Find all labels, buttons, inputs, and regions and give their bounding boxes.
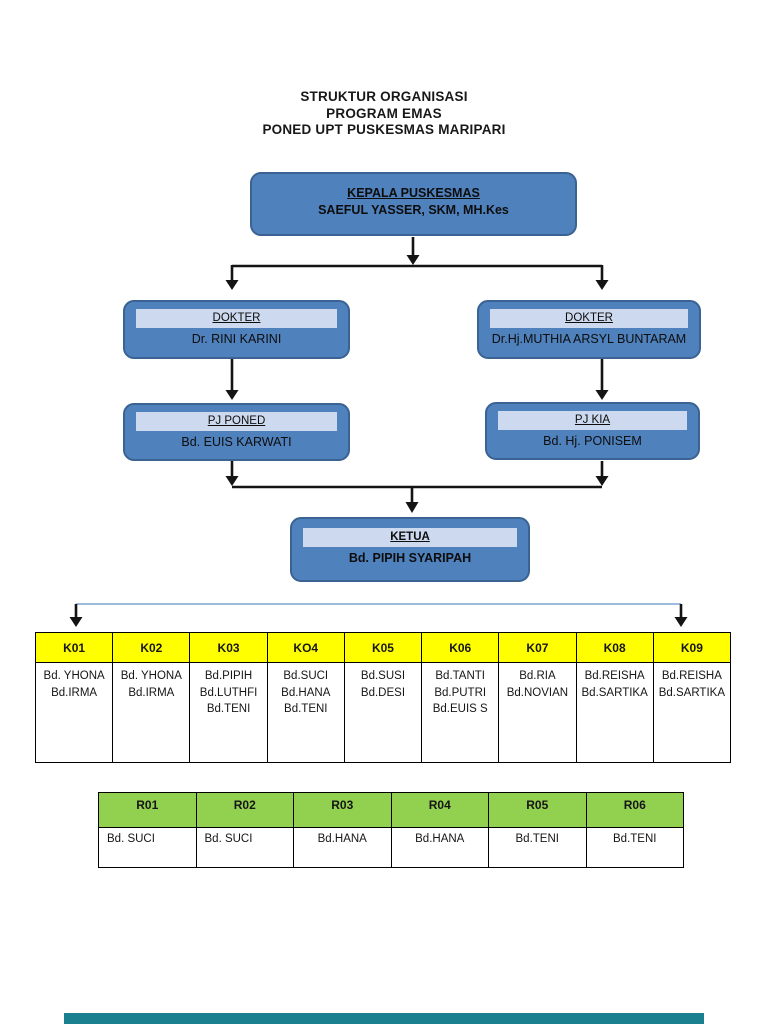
k-body-cell: Bd.REISHA Bd.SARTIKA (652, 662, 732, 763)
org-role-kepala: KEPALA PUSKESMAS (347, 186, 480, 200)
k-schedule-table: K01 K02 K03 KO4 K05 K06 K07 K08 K09 Bd. … (34, 632, 732, 763)
k-header-cell: K07 (498, 632, 577, 663)
r-header-cell: R03 (293, 792, 392, 828)
org-role-pj-kia: PJ KIA (498, 411, 687, 430)
k-body-cell: Bd.PIPIH Bd.LUTHFI Bd.TENI (189, 662, 268, 763)
connector-ketua-to-table (69, 603, 688, 627)
r-header-cell: R02 (195, 792, 294, 828)
viewer-bottom-bar (64, 1013, 704, 1024)
k-header-cell: K01 (34, 632, 114, 663)
org-role-pj-poned: PJ PONED (136, 412, 337, 431)
org-role-dokter-left: DOKTER (136, 309, 337, 328)
k-body-cell: Bd. YHONA Bd.IRMA (112, 662, 191, 763)
k-body-cell: Bd. YHONA Bd.IRMA (34, 662, 114, 763)
connector-kepala-to-dokter (225, 237, 609, 290)
org-role-dokter-right: DOKTER (490, 309, 688, 328)
org-box-dokter-left: DOKTER Dr. RINI KARINI (123, 300, 350, 359)
r-schedule-table: R01 R02 R03 R04 R05 R06 Bd. SUCI Bd. SUC… (98, 792, 684, 868)
r-header-cell: R04 (390, 792, 489, 828)
title-line-2: PROGRAM EMAS (326, 105, 442, 121)
k-body-cell: Bd.SUSI Bd.DESI (343, 662, 423, 763)
title-line-1: STRUKTUR ORGANISASI (300, 89, 468, 104)
r-header-cell: R05 (488, 792, 587, 828)
org-box-kepala-puskesmas: KEPALA PUSKESMAS SAEFUL YASSER, SKM, MH.… (250, 172, 577, 236)
org-name-dokter-left: Dr. RINI KARINI (191, 332, 282, 346)
title-line-3: PONED UPT PUSKESMAS MARIPARI (262, 122, 506, 137)
k-body-cell: Bd.RIA Bd.NOVIAN (498, 662, 577, 763)
k-table-body-row: Bd. YHONA Bd.IRMA Bd. YHONA Bd.IRMA Bd.P… (34, 662, 732, 763)
k-body-cell: Bd.TANTI Bd.PUTRI Bd.EUIS S (421, 662, 500, 763)
k-header-cell: K03 (189, 632, 268, 663)
org-name-pj-poned: Bd. EUIS KARWATI (181, 435, 292, 449)
k-body-cell: Bd.SUCI Bd.HANA Bd.TENI (266, 662, 345, 763)
k-header-cell: K02 (112, 632, 191, 663)
org-box-ketua: KETUA Bd. PIPIH SYARIPAH (290, 517, 530, 582)
r-table-body-row: Bd. SUCI Bd. SUCI Bd.HANA Bd.HANA Bd.TEN… (98, 827, 684, 868)
r-table-header-row: R01 R02 R03 R04 R05 R06 (98, 792, 684, 828)
k-header-cell: K06 (421, 632, 500, 663)
org-name-dokter-right: Dr.Hj.MUTHIA ARSYL BUNTARAM (491, 332, 687, 346)
connector-pj-to-ketua (225, 461, 609, 513)
k-header-cell: KO4 (266, 632, 345, 663)
k-table-header-row: K01 K02 K03 KO4 K05 K06 K07 K08 K09 (34, 632, 732, 663)
r-body-cell: Bd.HANA (293, 827, 392, 868)
r-header-cell: R06 (585, 792, 684, 828)
k-header-cell: K05 (343, 632, 423, 663)
r-body-cell: Bd.TENI (585, 827, 684, 868)
org-box-pj-kia: PJ KIA Bd. Hj. PONISEM (485, 402, 700, 460)
org-box-dokter-right: DOKTER Dr.Hj.MUTHIA ARSYL BUNTARAM (477, 300, 701, 359)
org-role-ketua: KETUA (303, 528, 517, 547)
org-name-pj-kia: Bd. Hj. PONISEM (543, 434, 642, 448)
r-body-cell: Bd. SUCI (195, 827, 294, 868)
org-box-pj-poned: PJ PONED Bd. EUIS KARWATI (123, 403, 350, 461)
k-header-cell: K09 (652, 632, 732, 663)
r-header-cell: R01 (98, 792, 197, 828)
page-title: STRUKTUR ORGANISASI PROGRAM EMAS PONED U… (0, 89, 768, 139)
r-body-cell: Bd.TENI (488, 827, 587, 868)
connector-dokter-to-pj (225, 359, 609, 400)
r-body-cell: Bd. SUCI (98, 827, 197, 868)
org-name-ketua: Bd. PIPIH SYARIPAH (348, 551, 472, 565)
org-name-kepala: SAEFUL YASSER, SKM, MH.Kes (318, 203, 509, 217)
k-body-cell: Bd.REISHA Bd.SARTIKA (575, 662, 654, 763)
k-header-cell: K08 (575, 632, 654, 663)
r-body-cell: Bd.HANA (390, 827, 489, 868)
